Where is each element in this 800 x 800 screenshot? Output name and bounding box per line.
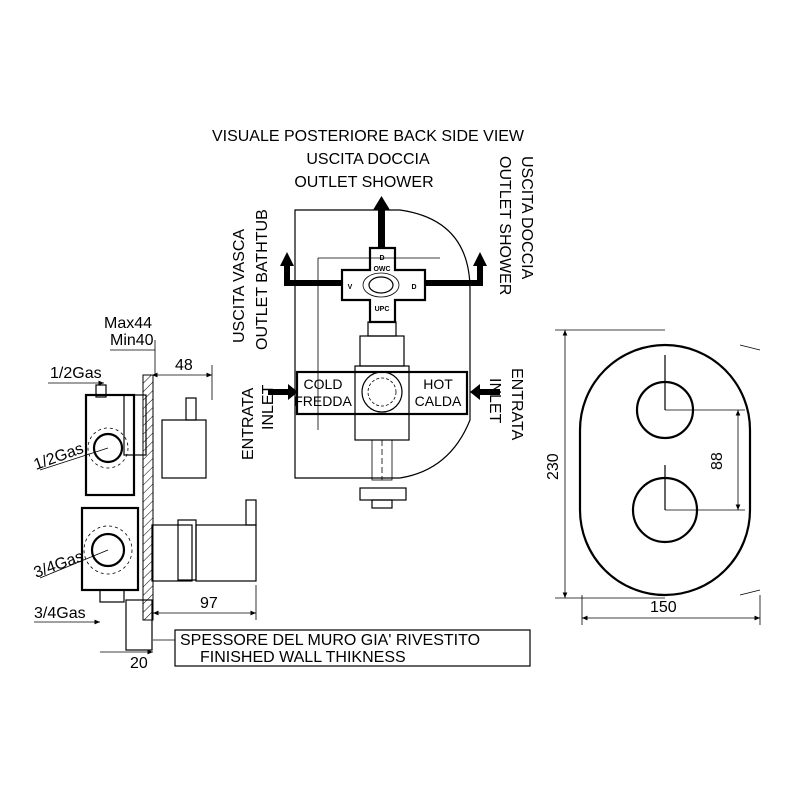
left-outlet-label-en: OUTLET BATHTUB: [254, 209, 271, 350]
back-side-view: VISUALE POSTERIORE BACK SIDE VIEW USCITA…: [212, 128, 535, 509]
cold-label-it: FREDDA: [294, 393, 352, 409]
valve-upper-block: [359, 335, 405, 367]
diverter-d-right: D: [411, 284, 416, 291]
diverter-stem: [367, 321, 397, 337]
top-outlet-arrow: [373, 196, 390, 248]
dim-88: 88: [709, 452, 726, 470]
front-plate: [578, 343, 752, 597]
dim-97: 97: [200, 595, 218, 612]
right-inlet-label-it: ENTRATA: [508, 368, 525, 441]
diverter-upc: UPC: [375, 306, 390, 313]
right-outlet-label-en: OUTLET SHOWER: [496, 156, 513, 295]
wall-note-en: FINISHED WALL THIKNESS: [200, 649, 406, 666]
back-housing-outline: [294, 209, 471, 479]
diverter-d-top: D: [379, 255, 384, 262]
diverter-body: D OWC V D UPC: [340, 246, 427, 324]
gas-top-left-label: 1/2Gas: [50, 365, 102, 382]
valve-body-side: [80, 384, 257, 651]
dim-48: 48: [175, 357, 193, 374]
front-view: 88 230 150: [545, 329, 761, 625]
right-outlet-arrow: [425, 252, 487, 286]
gas-mid-left-label: 1/2Gas: [32, 440, 86, 474]
side-view: Max44 Min40 48 1/2Gas: [32, 315, 531, 672]
max-depth-label: Max44: [104, 315, 152, 332]
wall-note-box: [174, 629, 531, 667]
inner-frame-line: [317, 257, 440, 430]
right-inlet-label-en: INLET: [486, 378, 503, 424]
gas-fitting-lower: [90, 532, 126, 568]
min-depth-label: Min40: [110, 332, 154, 349]
cold-label: COLD: [304, 376, 343, 392]
dim-150: 150: [650, 599, 677, 616]
left-outlet-label-it: USCITA VASCA: [231, 229, 248, 343]
wall-section: [142, 374, 154, 621]
gas-low-left-label: 3/4Gas: [32, 548, 86, 582]
left-inlet-label-it: ENTRATA: [240, 387, 257, 460]
left-inlet-arrow: [268, 384, 298, 400]
hot-label: HOT: [423, 376, 453, 392]
hot-label-it: CALDA: [415, 393, 462, 409]
diverter-v: V: [348, 284, 353, 291]
top-outlet-label-en: OUTLET SHOWER: [294, 174, 433, 191]
left-outlet-arrow: [280, 252, 342, 286]
right-inlet-arrow: [470, 384, 500, 400]
thermostatic-valve-body: [295, 365, 469, 509]
top-outlet-label-it: USCITA DOCCIA: [306, 151, 430, 168]
right-outlet-label-it: USCITA DOCCIA: [518, 156, 535, 280]
diverter-owc: OWC: [373, 266, 390, 273]
left-inlet-label-en: INLET: [260, 384, 277, 430]
gas-fitting-upper: [92, 432, 124, 464]
dim-230: 230: [545, 453, 562, 480]
wall-note-it: SPESSORE DEL MURO GIA' RIVESTITO: [180, 632, 480, 649]
gas-bottom-left-label: 3/4Gas: [34, 605, 86, 622]
back-view-title: VISUALE POSTERIORE BACK SIDE VIEW: [212, 128, 525, 145]
dim-20: 20: [130, 655, 148, 672]
